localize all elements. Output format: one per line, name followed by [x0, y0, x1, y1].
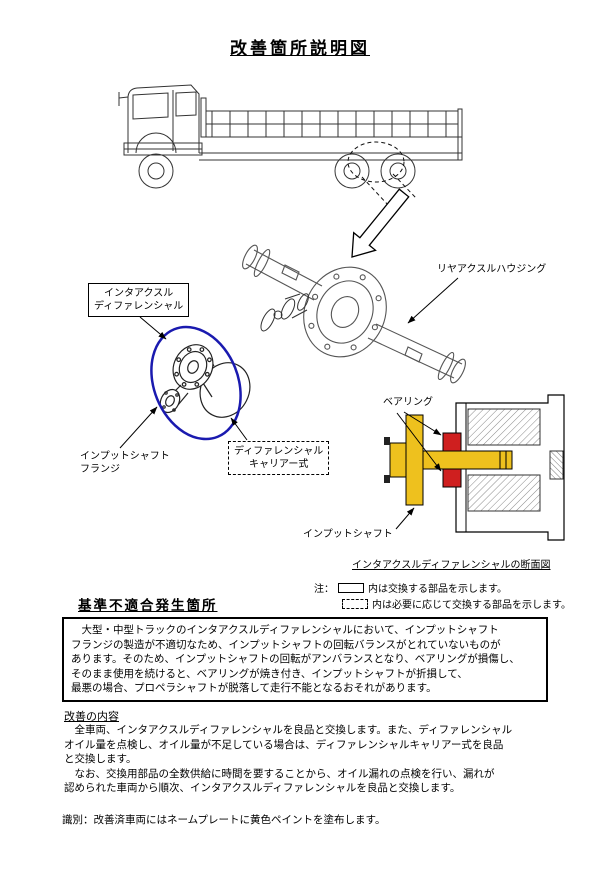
improvement-heading: 改善の内容 [64, 711, 119, 723]
legend-prefix: 注： [314, 584, 334, 595]
arrow-to-interaxle-differential [139, 316, 167, 340]
arrow-to-input-shaft-flange [119, 406, 158, 449]
truck-mirror [118, 92, 129, 106]
defect-heading: 基準不適合発生箇所 [78, 598, 218, 613]
truck-dashed-ellipse [347, 141, 405, 183]
truck-bed-stakes [211, 111, 447, 137]
legend-replace-text: 内は交換する部品を示します。 [368, 584, 507, 595]
label-bearing: ベアリング [383, 397, 433, 408]
page-title: 改善箇所説明図 [230, 39, 370, 58]
output-spline [549, 450, 564, 480]
truck-cab-outline [127, 84, 200, 153]
replace-highlight-ellipse [150, 325, 242, 441]
truck-cab-window [132, 92, 169, 120]
flange-nut-top [384, 437, 390, 445]
differential-flange [172, 344, 214, 390]
gear-section-top [467, 408, 541, 446]
legend-note-replace-as-needed: 内は必要に応じて交換する部品を示します。 [338, 596, 571, 611]
cross-section-drawing [384, 394, 565, 541]
truck-drawing [118, 84, 463, 189]
legend-dashed-box-sample [342, 598, 368, 609]
defect-description-box: 大型・中型トラックのインタアクスルディファレンシャルにおいて、インプットシャフト… [62, 617, 548, 702]
bearing-top [442, 432, 462, 452]
identification-note: 識別：改善済車両にはネームプレートに黄色ペイントを塗布します。 [62, 814, 386, 826]
companion-flange-part [389, 442, 407, 478]
legend-replace-as-needed-text: 内は必要に応じて交換する部品を示します。 [372, 600, 571, 611]
spring-seat-left [281, 264, 300, 281]
truck-rear-wheel-1 [334, 153, 370, 189]
arrow-to-input-shaft [395, 507, 415, 530]
leader-arrows [119, 277, 459, 530]
cross-section-caption: インタアクスルディファレンシャルの断面図 [352, 560, 551, 571]
truck-door-window [175, 91, 197, 117]
truck-headboard [200, 97, 207, 138]
bearing-bottom [442, 468, 462, 488]
arrow-to-rear-axle-housing [407, 277, 459, 324]
defect-location-marker [347, 141, 417, 258]
arrow-to-bearing-top [403, 411, 442, 436]
arrow-to-differential-carrier [230, 417, 248, 441]
input-shaft-flange-part [405, 414, 424, 506]
truck-tail-post [457, 108, 463, 161]
improvement-text: 全車両、インタアクスルディファレンシャルを良品と交換します。また、ディファレンシ… [64, 724, 513, 794]
axle-housing-drawing [242, 244, 466, 384]
label-rear-axle-housing: リヤアクスルハウジング [437, 264, 547, 275]
label-differential-carrier: ディファレンシャル キャリアー式 [228, 441, 330, 475]
legend-solid-box-sample [338, 582, 364, 593]
label-interaxle-differential: インタアクスル ディファレンシャル [88, 283, 190, 317]
pinion-shaft-parts [260, 293, 309, 332]
label-input-shaft-flange: インプットシャフト フランジ [80, 451, 170, 475]
label-input-shaft: インプットシャフト [303, 529, 393, 540]
truck-rear-wheel-2 [380, 153, 416, 189]
truck-wheel-arch [135, 132, 177, 154]
legend-note-replace: 注： 内は交換する部品を示します。 [314, 580, 507, 595]
technical-diagram [118, 84, 565, 541]
truck-front-wheel [138, 153, 174, 189]
defect-description-text: 大型・中型トラックのインタアクスルディファレンシャルにおいて、インプットシャフト… [71, 624, 520, 694]
flange-nut-bottom [384, 475, 390, 483]
zoom-arrow [351, 188, 410, 258]
gear-section-bottom [467, 474, 541, 512]
arrow-to-bearing-bottom [396, 412, 442, 472]
differential-drawing [159, 344, 251, 418]
input-flange-stub [159, 388, 181, 414]
banjo-housing [303, 266, 387, 358]
spring-seat-right [404, 346, 423, 363]
